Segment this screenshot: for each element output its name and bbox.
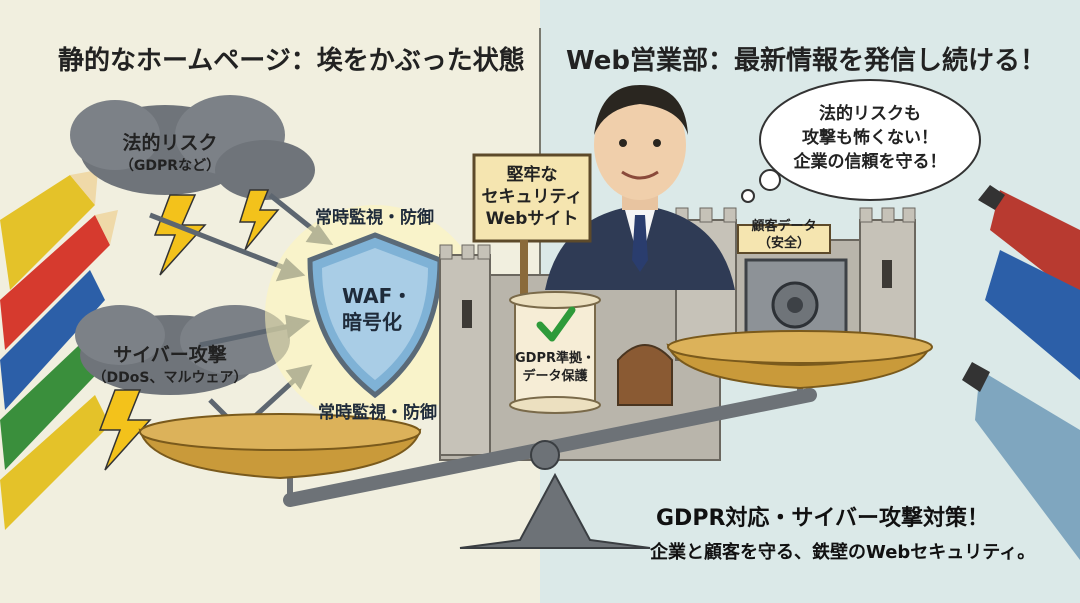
vault-label: 顧客データ （安全） xyxy=(738,218,830,252)
vault-line-1: 顧客データ xyxy=(751,219,817,234)
left-panel-title: 静的なホームページ：埃をかぶった状態 xyxy=(58,46,525,76)
markers-icon xyxy=(962,185,1080,560)
cyber-attack-label: サイバー攻撃 （DDoS、マルウェア） xyxy=(80,340,260,387)
security-sign-icon xyxy=(472,153,592,300)
speech-bubble-icon xyxy=(741,79,981,203)
sign-line-2: セキュリティ xyxy=(481,187,583,207)
scroll-line-1: GDPR準拠・ xyxy=(515,351,595,366)
sign-text: 堅牢な セキュリティ Webサイト xyxy=(474,164,590,230)
legal-risk-label: 法的リスク （GDPRなど） xyxy=(95,128,245,175)
caption-line-1: GDPR対応・サイバー攻撃対策！ xyxy=(656,506,989,531)
bubble-line-2: 攻撃も怖くない！ xyxy=(802,128,938,148)
bubble-line-3: 企業の信頼を守る！ xyxy=(793,152,947,172)
bubble-line-1: 法的リスクも xyxy=(819,104,921,124)
shield-label-line2: 暗号化 xyxy=(342,310,402,334)
shield-label-line1: WAF・ xyxy=(342,284,413,308)
speech-bubble-text: 法的リスクも 攻撃も怖くない！ 企業の信頼を守る！ xyxy=(770,102,970,174)
cyber-attack-main: サイバー攻撃 xyxy=(113,344,227,366)
businessman-icon xyxy=(545,85,735,290)
legal-risk-sub: （GDPRなど） xyxy=(119,158,221,174)
right-panel-title: Web営業部：最新情報を発信し続ける！ xyxy=(566,46,1046,76)
sign-line-3: Webサイト xyxy=(485,209,579,229)
sign-line-1: 堅牢な xyxy=(506,165,558,185)
caption-line-2: 企業と顧客を守る、鉄壁のWebセキュリティ。 xyxy=(650,542,1036,563)
cyber-attack-sub: （DDoS、マルウェア） xyxy=(92,370,248,386)
scroll-text: GDPR準拠・ データ保護 xyxy=(515,350,595,386)
lightning-icon xyxy=(98,189,280,471)
colored-pencils-icon xyxy=(0,170,118,530)
shield-icon xyxy=(265,205,485,425)
monitor-bottom-label: 常時監視・防御 xyxy=(318,403,437,423)
balance-scale-icon xyxy=(138,330,933,549)
monitor-top-label: 常時監視・防御 xyxy=(315,208,434,228)
legal-risk-main: 法的リスク xyxy=(122,132,218,154)
scroll-line-2: データ保護 xyxy=(522,369,588,384)
storm-cloud-legal-icon xyxy=(70,95,315,200)
vault-line-2: （安全） xyxy=(757,236,810,251)
gdpr-scroll-icon xyxy=(509,291,601,414)
